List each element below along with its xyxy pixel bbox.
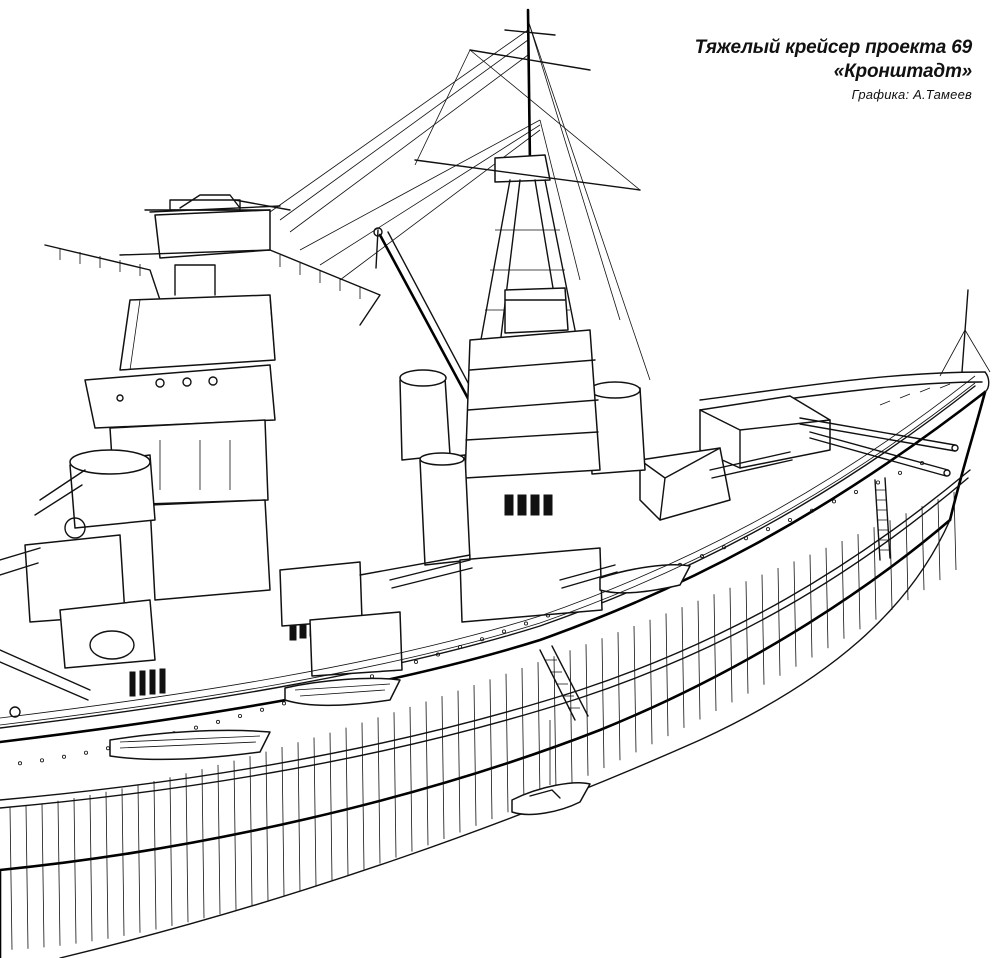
caption-block: Тяжелый крейсер проекта 69 «Кронштадт» Г…	[694, 36, 973, 104]
caption-title-line1: Тяжелый крейсер проекта 69	[694, 37, 973, 58]
secondary-turrets	[0, 449, 156, 718]
main-mast	[414, 8, 641, 346]
deck-railing	[0, 375, 976, 726]
caption-credit: Графика: А.Тамеев	[851, 87, 972, 102]
midship-superstructure	[129, 329, 646, 697]
hull	[0, 385, 987, 958]
bridge-tower	[44, 194, 381, 601]
rigging-lines	[269, 19, 651, 381]
caption-title-line2: «Кронштадт»	[833, 61, 972, 82]
forward-turret-a	[699, 395, 959, 477]
forward-turret-b	[639, 447, 793, 521]
